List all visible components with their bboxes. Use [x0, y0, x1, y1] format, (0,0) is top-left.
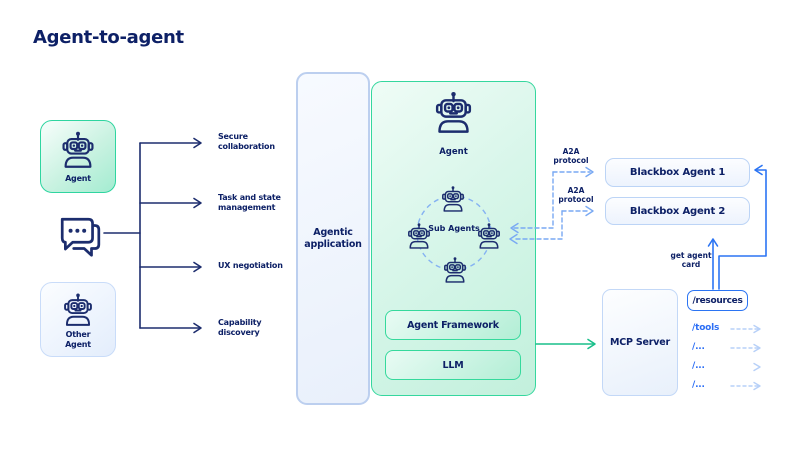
mcp-server-label: MCP Server [610, 337, 670, 348]
blackbox-agent-1-label: Blackbox Agent 1 [629, 167, 726, 178]
robot-icon [441, 256, 469, 283]
robot-icon [431, 90, 476, 133]
a2a-protocol-label-2: A2A protocol [558, 186, 594, 205]
a2a-protocol-label-1: A2A protocol [553, 147, 589, 166]
feature-task-state-management: Task and state management [218, 193, 281, 213]
endpoint-label: /... [692, 380, 705, 390]
resources-endpoint-box: /resources [687, 290, 748, 311]
get-agent-card-label: get agent card [670, 251, 712, 270]
feature-ux-negotiation: UX negotiation [218, 261, 283, 270]
page-title: Agent-to-agent [33, 27, 184, 48]
feature-connector-group [103, 137, 202, 334]
blackbox-agent-1-box: Blackbox Agent 1 [605, 158, 750, 187]
agent-node: Agent [40, 120, 116, 193]
agent-framework-box: Agent Framework [385, 310, 521, 340]
agent-framework-label: Agent Framework [407, 319, 499, 331]
other-agent-node-label: Other Agent [65, 330, 91, 349]
feature-capability-discovery: Capability discovery [218, 318, 262, 338]
llm-box: LLM [385, 350, 521, 380]
resources-endpoint-label: /resources [692, 295, 743, 306]
robot-icon [439, 185, 467, 212]
endpoint-label: /... [692, 361, 705, 371]
blackbox-agent-2-box: Blackbox Agent 2 [605, 197, 750, 225]
panel-to-mcp-arrow [535, 338, 596, 350]
agentic-application-box: Agentic application [296, 72, 370, 405]
chat-bubbles-icon [57, 216, 103, 258]
feature-secure-collaboration: Secure collaboration [218, 132, 275, 152]
endpoint-label: /... [692, 342, 705, 352]
sub-agents-label: Sub Agents [428, 224, 480, 233]
robot-icon [58, 130, 98, 168]
mcp-server-box: MCP Server [602, 289, 678, 396]
blackbox-agent-2-label: Blackbox Agent 2 [629, 205, 726, 217]
robot-icon [60, 292, 96, 326]
agent-node-label: Agent [65, 174, 91, 183]
endpoint-dashed-arrows [730, 324, 761, 391]
other-agent-node: Other Agent [40, 282, 116, 357]
tools-endpoint-label: /tools [692, 323, 720, 333]
llm-label: LLM [442, 359, 464, 371]
agentic-application-label: Agentic application [304, 226, 362, 250]
panel-agent-label: Agent [439, 147, 468, 157]
